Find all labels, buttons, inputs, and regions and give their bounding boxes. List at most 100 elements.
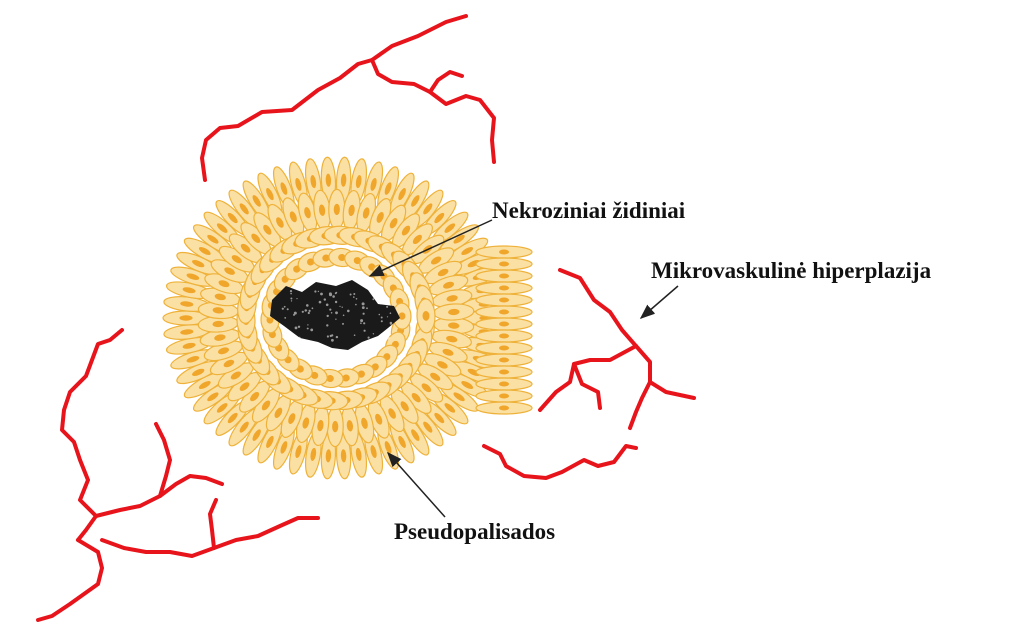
necrosis-speck xyxy=(332,295,335,298)
necrosis-speck xyxy=(284,317,286,319)
arrow-microvascular xyxy=(641,286,678,318)
necrosis-speck xyxy=(373,333,374,334)
necrosis-speck xyxy=(386,306,388,308)
cell-nucleus xyxy=(179,315,192,320)
necrosis-speck xyxy=(381,320,383,322)
vessel-bottom-branch-up xyxy=(156,424,170,496)
vessel-top-branch-2 xyxy=(430,72,462,92)
necrosis-speck xyxy=(295,327,298,330)
necrosis-speck xyxy=(290,293,292,295)
necrosis-focus xyxy=(270,280,400,350)
vessel-bottom-lower-branch xyxy=(210,500,216,548)
necrosis-speck xyxy=(379,338,381,340)
necrosis-speck xyxy=(372,298,374,300)
vessel-bottom-left xyxy=(38,540,102,620)
necrosis-speck xyxy=(355,304,357,306)
necrosis-speck xyxy=(330,335,332,337)
cell-nucleus xyxy=(499,358,509,363)
necrosis-speck xyxy=(387,337,390,340)
necrosis-speck xyxy=(335,319,336,320)
necrosis-speck xyxy=(319,301,322,304)
necrosis-speck xyxy=(306,304,309,307)
necrosis-speck xyxy=(368,337,370,339)
necrosis-speck xyxy=(307,324,308,325)
cell-nucleus xyxy=(499,382,509,387)
necrosis-speck xyxy=(291,300,292,301)
necrosis-speck xyxy=(362,306,365,309)
necrosis-speck xyxy=(309,310,311,312)
necrosis-speck xyxy=(363,322,365,324)
necrosis-speck xyxy=(331,312,333,314)
necrosis-speck xyxy=(327,335,329,337)
necrosis-speck xyxy=(347,310,350,313)
necrosis-speck xyxy=(360,322,362,324)
necrosis-speck xyxy=(329,309,331,311)
necrosis-speck xyxy=(387,316,388,317)
necrosis-speck xyxy=(362,302,365,305)
vessel-right-mid-branch xyxy=(574,364,600,408)
necrosis-speck xyxy=(290,335,292,337)
necrosis-speck xyxy=(314,290,316,292)
cell-nucleus xyxy=(499,274,509,279)
necrosis-speck xyxy=(353,293,355,295)
necrosis-speck xyxy=(390,324,391,325)
necrosis-speck xyxy=(380,295,382,297)
necrosis-speck xyxy=(356,298,358,300)
necrosis-speck xyxy=(320,293,323,296)
necrosis-speck xyxy=(342,323,344,325)
necrosis-speck xyxy=(342,307,343,308)
cell-nucleus xyxy=(499,250,509,255)
necrosis-speck xyxy=(353,296,355,298)
necrosis-speck xyxy=(354,334,356,336)
necrosis-speck xyxy=(290,337,292,339)
necrosis-speck xyxy=(324,298,326,300)
necrosis-speck xyxy=(327,315,329,317)
necrosis-speck xyxy=(298,326,300,328)
label-pseudopalisades: Pseudopalisados xyxy=(394,519,555,545)
necrosis-speck xyxy=(335,292,337,294)
necrosis-speck xyxy=(286,337,289,340)
necrosis-speck xyxy=(363,313,365,315)
cell-nucleus xyxy=(499,298,509,303)
cell-nucleus xyxy=(499,286,509,291)
necrosis-speck xyxy=(366,307,368,309)
necrosis-speck xyxy=(310,329,313,332)
necrosis-speck xyxy=(360,319,363,322)
necrosis-speck xyxy=(381,317,383,319)
necrosis-speck xyxy=(339,306,340,307)
necrosis-speck xyxy=(380,303,381,304)
cell-nucleus xyxy=(499,406,509,411)
necrosis-speck xyxy=(385,331,387,333)
vessel-right-mid xyxy=(540,346,636,410)
necrosis-speck xyxy=(290,298,292,300)
necrosis-speck xyxy=(302,311,304,313)
necrosis-speck xyxy=(308,312,310,314)
necrosis-speck xyxy=(282,328,284,330)
cell-nucleus xyxy=(499,262,509,267)
necrosis-speck xyxy=(318,291,319,292)
necrosis-speck xyxy=(294,336,296,338)
necrosis-speck xyxy=(307,328,309,330)
necrosis-speck xyxy=(350,294,352,296)
necrosis-speck xyxy=(326,304,329,307)
necrosis-speck xyxy=(331,339,334,342)
necrosis-speck xyxy=(298,337,300,339)
label-microvascular-hyperplasia: Mikrovaskulinė hiperplazija xyxy=(651,258,931,284)
necrosis-speck xyxy=(293,314,295,316)
necrosis-speck xyxy=(284,306,286,308)
vessel-bottom-right xyxy=(484,446,636,478)
vessel-top-branch xyxy=(372,60,494,162)
necrosis-speck xyxy=(296,298,297,299)
cell-nucleus xyxy=(499,334,509,339)
necrosis-speck xyxy=(364,330,366,332)
arrow-pseudopalisades xyxy=(388,453,445,517)
necrosis-speck xyxy=(312,307,314,309)
necrosis-speck xyxy=(379,314,381,316)
vessel-right-branch xyxy=(630,382,650,428)
cell-nucleus xyxy=(499,370,509,375)
necrosis-speck xyxy=(287,308,289,310)
cell-nucleus xyxy=(499,310,509,315)
necrosis-speck xyxy=(326,324,328,326)
vessel-left xyxy=(62,330,122,540)
label-necrotic-foci: Nekroziniai židiniai xyxy=(492,198,685,224)
